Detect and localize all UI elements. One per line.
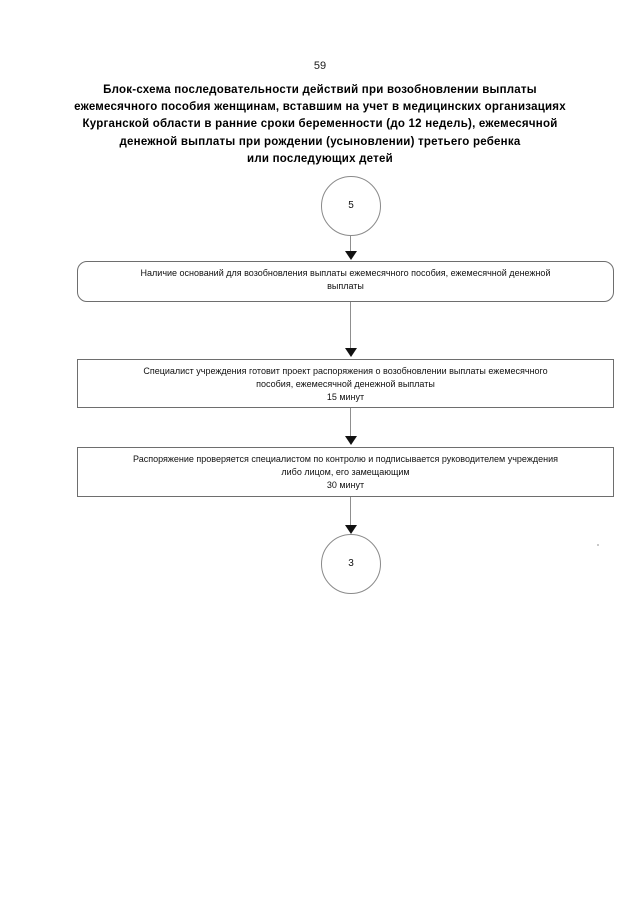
flow-node-step-check-sign-line-2: либо лицом, его замещающим — [281, 467, 410, 477]
page-number: 59 — [313, 60, 327, 72]
flow-node-step-check-sign-line-1: Распоряжение проверяется специалистом по… — [133, 454, 558, 464]
flow-node-step-grounds: Наличие оснований для возобновления выпл… — [77, 261, 614, 302]
flow-edge-start-to-grounds — [350, 236, 351, 253]
page-title-line-5: или последующих детей — [247, 152, 393, 165]
flow-edge-draft-to-check — [350, 408, 351, 436]
flow-node-step-check-sign-duration: 30 минут — [326, 480, 365, 490]
flow-node-step-draft-order-line-1: Специалист учреждения готовит проект рас… — [143, 366, 548, 376]
flow-node-connector-end: 3 — [321, 534, 381, 594]
flow-edge-grounds-to-draft — [350, 302, 351, 348]
page-title-line-1: Блок-схема последовательности действий п… — [103, 84, 537, 96]
arrow-down-icon — [345, 251, 357, 260]
flow-node-step-draft-order-line-2: пособия, ежемесячной денежной выплаты — [256, 379, 435, 389]
page-title-line-4: денежной выплаты при рождении (усыновлен… — [119, 135, 521, 148]
flow-node-step-grounds-line-2: выплаты — [327, 281, 364, 291]
flow-node-step-draft-order: Специалист учреждения готовит проект рас… — [77, 359, 614, 408]
flow-node-connector-start: 5 — [321, 176, 381, 236]
flow-edge-check-to-end — [350, 497, 351, 525]
flow-node-step-draft-order-duration: 15 минут — [326, 392, 365, 402]
arrow-down-icon — [345, 348, 357, 357]
arrow-down-icon — [345, 436, 357, 445]
flow-node-step-check-sign: Распоряжение проверяется специалистом по… — [77, 447, 614, 497]
scan-speck — [597, 544, 599, 546]
page-title-line-3: Курганской области в ранние сроки береме… — [82, 118, 558, 131]
page-title-line-2: ежемесячного пособия женщинам, вставшим … — [74, 101, 566, 114]
flow-node-connector-end-label: 3 — [348, 558, 354, 569]
flow-node-step-grounds-line-1: Наличие оснований для возобновления выпл… — [140, 268, 551, 278]
arrow-down-icon — [345, 525, 357, 534]
page-title: Блок-схема последовательности действий п… — [62, 82, 578, 168]
flow-node-connector-start-label: 5 — [348, 200, 354, 211]
